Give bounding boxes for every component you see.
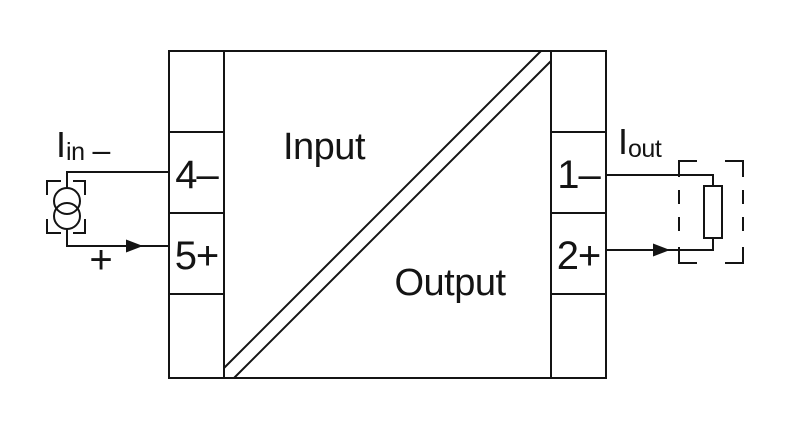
output-minus-wire (606, 174, 714, 186)
module-body-outline (168, 50, 607, 379)
output-current-arrow-icon (653, 243, 670, 257)
load-dashed-frame (678, 160, 744, 264)
input-plus-wire (66, 229, 169, 247)
input-current-arrow-icon (126, 239, 143, 253)
output-section-label: Output (394, 262, 506, 304)
input-section-label: Input (282, 126, 366, 168)
iin-subscript: in (66, 138, 85, 166)
iout-subscript: out (628, 135, 662, 163)
iin-label: Iin– (56, 124, 111, 168)
current-source-icon (53, 202, 81, 230)
terminal-5-plus: 5+ (174, 233, 220, 278)
load-resistor-icon (703, 185, 723, 239)
input-minus-wire (66, 171, 169, 188)
input-plus-polarity: + (89, 238, 113, 282)
input-minus-polarity: – (92, 132, 111, 168)
iout-symbol: I (618, 121, 629, 162)
source-dashed-frame (46, 180, 86, 234)
iout-label: Iout (618, 121, 662, 163)
terminal-4-minus: 4– (175, 152, 219, 197)
terminal-2-plus: 2+ (556, 233, 602, 278)
iin-symbol: I (56, 124, 67, 165)
output-plus-wire (606, 238, 714, 251)
isolation-diagonal-lines (223, 50, 552, 379)
current-source-icon (53, 187, 81, 215)
terminal-1-minus: 1– (557, 152, 601, 197)
